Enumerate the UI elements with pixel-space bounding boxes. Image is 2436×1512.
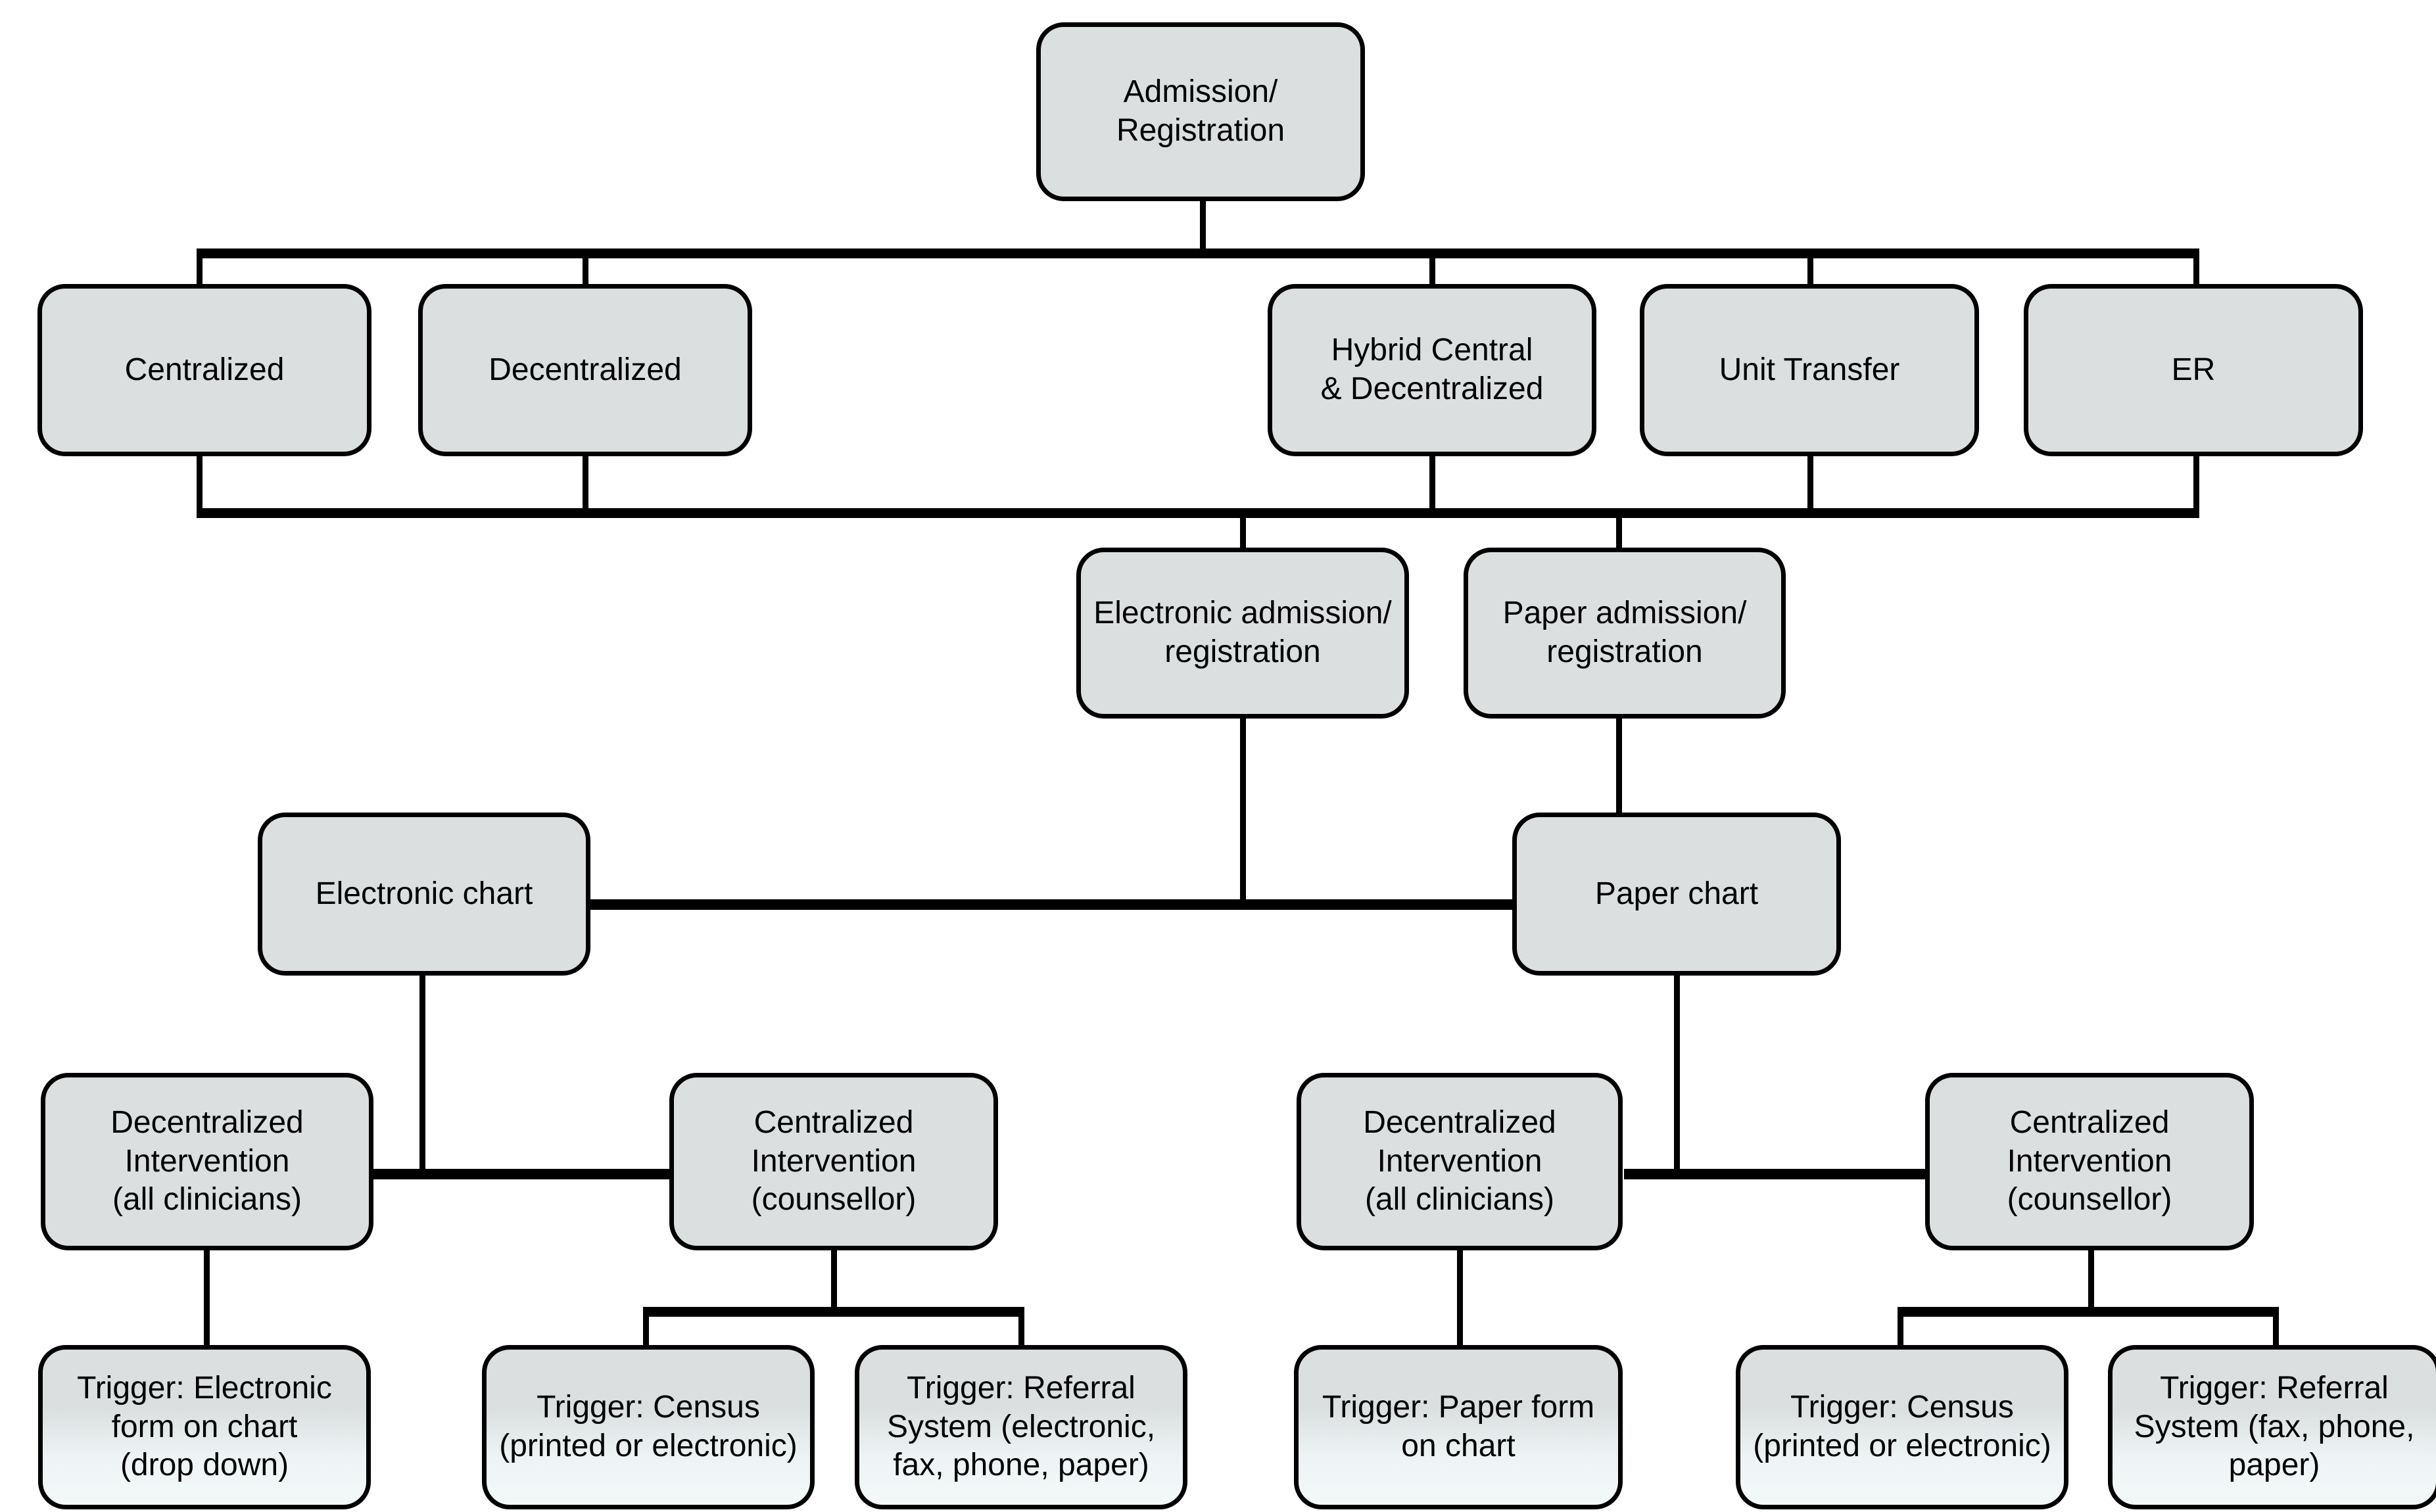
node-electronic-admission-registration[interactable]: Electronic admission/ registration [1076,548,1409,719]
node-trigger-electronic-census[interactable]: Trigger: Census (printed or electronic) [482,1345,815,1509]
edge-e-centralized-interv-stem [831,1246,837,1311]
edge-electronic-intervention-bus [368,1169,697,1179]
node-unit-transfer[interactable]: Unit Transfer [1640,284,1979,456]
edge-second-bus-drop-paper-admission [1616,508,1622,552]
edge-p-decentralized-interv-stem [1457,1246,1463,1351]
node-electronic-decentralized-intervention[interactable]: Decentralized Intervention (all clinicia… [41,1073,373,1250]
node-trigger-paper-form[interactable]: Trigger: Paper form on chart [1294,1345,1623,1509]
edge-e-fork-drop-referral [1018,1307,1024,1353]
edge-top-bus-drop-decentralized [583,248,588,289]
edge-unit-transfer-stem [1807,452,1813,518]
node-paper-centralized-intervention[interactable]: Centralized Intervention (counsellor) [1925,1073,2254,1250]
edge-top-bus-drop-unit-transfer [1807,248,1813,289]
edge-electronic-admission-stem [1240,714,1246,905]
node-paper-decentralized-intervention[interactable]: Decentralized Intervention (all clinicia… [1297,1073,1623,1250]
edge-p-fork-drop-census [1898,1307,1903,1353]
edge-er-stem [2193,452,2199,518]
edge-p-centralized-fork-bus [1898,1307,2279,1317]
node-admission-registration[interactable]: Admission/ Registration [1036,22,1365,201]
node-centralized[interactable]: Centralized [37,284,371,456]
edge-paper-chart-stem [1674,973,1680,1173]
edge-e-fork-drop-census [643,1307,649,1353]
edge-e-decentralized-interv-stem [204,1246,210,1351]
edge-e-centralized-fork-bus [643,1307,1024,1317]
edge-electronic-chart-stem [419,973,425,1173]
edge-top-bus-drop-er [2193,248,2199,289]
node-paper-admission-registration[interactable]: Paper admission/ registration [1464,548,1786,719]
edge-p-centralized-interv-stem [2088,1246,2094,1311]
node-trigger-electronic-form[interactable]: Trigger: Electronic form on chart (drop … [38,1345,371,1509]
edge-decentralized-stem [583,452,588,518]
edge-chart-bus [585,899,1517,910]
edge-hybrid-stem [1429,452,1435,518]
edge-p-fork-drop-referral [2273,1307,2279,1353]
edge-top-bus [197,248,2199,258]
edge-paper-admission-stem [1616,714,1622,818]
node-hybrid-central-decentralized[interactable]: Hybrid Central & Decentralized [1268,284,1596,456]
edge-second-bus [197,508,2199,518]
node-electronic-chart[interactable]: Electronic chart [258,813,590,976]
node-paper-chart[interactable]: Paper chart [1512,813,1841,976]
node-trigger-electronic-referral[interactable]: Trigger: Referral System (electronic, fa… [855,1345,1187,1509]
edge-second-bus-drop-electronic-admission [1240,508,1246,552]
node-trigger-paper-referral[interactable]: Trigger: Referral System (fax, phone, pa… [2108,1345,2436,1509]
node-electronic-centralized-intervention[interactable]: Centralized Intervention (counsellor) [669,1073,998,1250]
edge-paper-intervention-bus [1624,1169,1953,1179]
node-trigger-paper-census[interactable]: Trigger: Census (printed or electronic) [1736,1345,2068,1509]
node-er[interactable]: ER [2024,284,2363,456]
node-decentralized[interactable]: Decentralized [418,284,752,456]
edge-top-bus-drop-hybrid [1429,248,1435,289]
edge-top-bus-drop-centralized [197,248,203,289]
edge-centralized-stem [197,452,203,518]
